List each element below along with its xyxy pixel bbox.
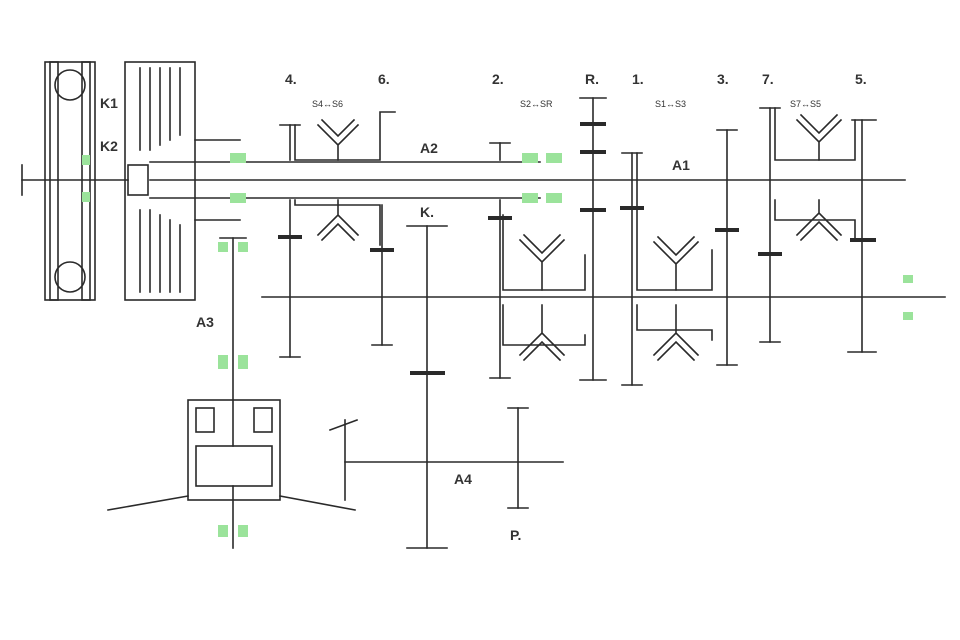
gear-r xyxy=(579,97,607,381)
synchronizer-s2-sr xyxy=(502,214,586,362)
shaft-a2 xyxy=(149,139,541,221)
label-s2-sr: S2↔SR xyxy=(520,99,553,109)
label-gear-6: 6. xyxy=(378,71,390,87)
label-k: K. xyxy=(420,204,434,220)
gear-3 xyxy=(715,129,739,366)
label-p: P. xyxy=(510,527,521,543)
label-a3: A3 xyxy=(196,314,214,330)
label-k1: K1 xyxy=(100,95,118,111)
gear-p xyxy=(507,407,529,509)
synchronizer-s1-s3 xyxy=(636,152,713,362)
label-gear-7: 7. xyxy=(762,71,774,87)
label-gear-5: 5. xyxy=(855,71,867,87)
label-gear-4: 4. xyxy=(285,71,297,87)
label-s4-s6: S4↔S6 xyxy=(312,99,343,109)
label-gear-1: 1. xyxy=(632,71,644,87)
gear-1 xyxy=(620,152,644,386)
label-gear-r: R. xyxy=(585,71,599,87)
label-a4: A4 xyxy=(454,471,472,487)
label-a1: A1 xyxy=(672,157,690,173)
gear-k xyxy=(406,225,448,549)
label-gear-3: 3. xyxy=(717,71,729,87)
synchronizer-s7-s5 xyxy=(774,107,856,242)
label-s7-s5: S7↔S5 xyxy=(790,99,821,109)
label-gear-2: 2. xyxy=(492,71,504,87)
gear-4 xyxy=(278,124,302,358)
gear-2 xyxy=(488,142,512,379)
clutch-k1 xyxy=(44,61,96,301)
gear-7 xyxy=(758,107,782,343)
synchronizer-s4-s6 xyxy=(294,111,396,246)
gear-5 xyxy=(847,119,877,353)
label-s1-s3: S1↔S3 xyxy=(655,99,686,109)
shaft-a3 xyxy=(219,237,247,401)
label-a2: A2 xyxy=(420,140,438,156)
clutch-k2 xyxy=(124,61,196,301)
gear-6 xyxy=(370,204,394,346)
differential xyxy=(107,399,356,549)
label-k2: K2 xyxy=(100,138,118,154)
shaft-a4 xyxy=(328,418,564,501)
sensor-markers xyxy=(82,153,913,537)
